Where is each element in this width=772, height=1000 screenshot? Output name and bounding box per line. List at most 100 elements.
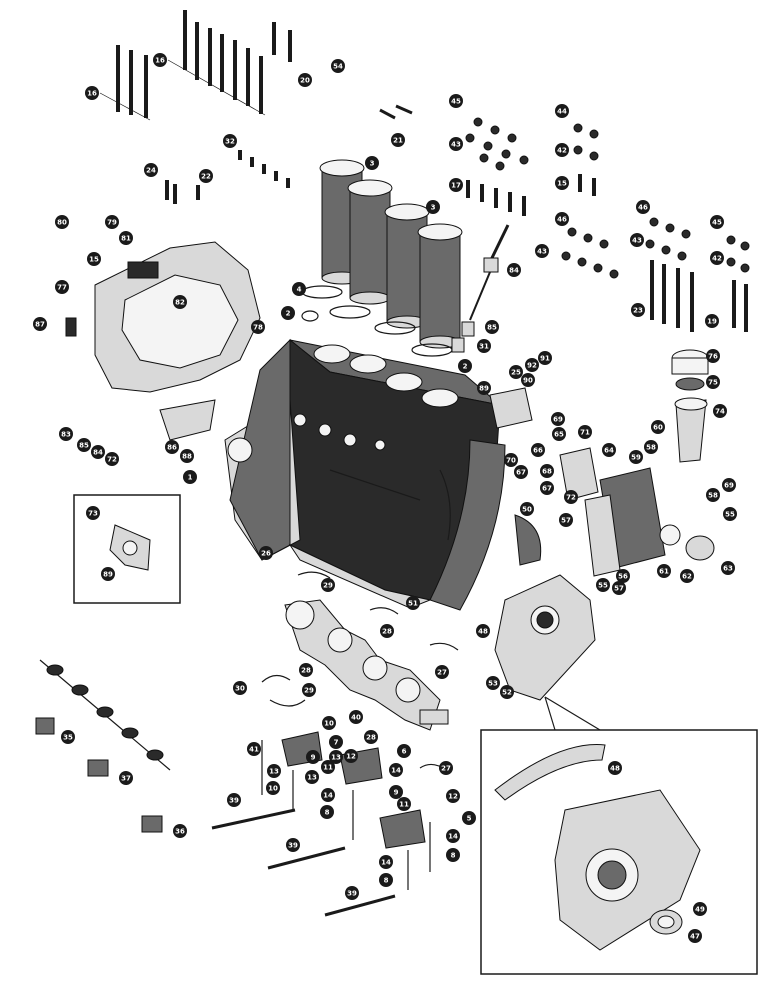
callout-bubble <box>426 200 440 214</box>
callout-number: 92 <box>527 362 537 370</box>
callout-bubble <box>555 104 569 118</box>
callout-number: 56 <box>618 573 628 581</box>
callout-4: 4 <box>292 282 306 296</box>
callout-bubble <box>555 176 569 190</box>
callout-bubble <box>477 381 491 395</box>
push-rods <box>650 260 748 332</box>
callout-number: 7 <box>334 739 339 747</box>
callout-59: 59 <box>629 450 643 464</box>
callout-number: 55 <box>598 582 608 590</box>
callout-79: 79 <box>105 215 119 229</box>
callout-72: 72 <box>564 490 578 504</box>
callout-36: 36 <box>173 824 187 838</box>
callout-bubble <box>91 445 105 459</box>
callout-bubble <box>233 681 247 695</box>
callout-bubble <box>144 163 158 177</box>
callout-bubble <box>514 465 528 479</box>
callout-bubble <box>446 789 460 803</box>
callout-61: 61 <box>657 564 671 578</box>
callout-bubble <box>281 306 295 320</box>
callout-number: 60 <box>653 424 663 432</box>
callout-29: 29 <box>302 683 316 697</box>
callout-bubble <box>680 569 694 583</box>
water-pump-assembly <box>489 349 715 577</box>
callout-bubble <box>500 685 514 699</box>
callout-bubble <box>321 788 335 802</box>
callout-71: 71 <box>578 425 592 439</box>
callout-41: 41 <box>247 742 261 756</box>
crankshaft <box>284 599 449 731</box>
callout-number: 22 <box>201 173 211 181</box>
callout-number: 41 <box>249 746 259 754</box>
callout-bubble <box>389 785 403 799</box>
callout-number: 67 <box>516 469 526 477</box>
callout-13: 13 <box>305 770 319 784</box>
callout-bubble <box>305 770 319 784</box>
callout-84: 84 <box>507 263 521 277</box>
callout-64: 64 <box>602 443 616 457</box>
callout-number: 28 <box>382 628 392 636</box>
callout-2: 2 <box>458 359 472 373</box>
callout-number: 2 <box>286 310 291 318</box>
callout-89: 89 <box>477 381 491 395</box>
callout-number: 13 <box>269 768 279 776</box>
callout-19: 19 <box>705 314 719 328</box>
callout-32: 32 <box>223 134 237 148</box>
callout-number: 13 <box>331 754 341 762</box>
callout-number: 81 <box>121 235 131 243</box>
callout-bubble <box>406 596 420 610</box>
callout-89: 89 <box>101 567 115 581</box>
callout-58: 58 <box>644 440 658 454</box>
callout-bubble <box>520 502 534 516</box>
callout-number: 14 <box>448 833 458 841</box>
callout-bubble <box>61 730 75 744</box>
callout-90: 90 <box>521 373 535 387</box>
callout-bubble <box>509 365 523 379</box>
callout-number: 82 <box>175 299 185 307</box>
callout-39: 39 <box>286 838 300 852</box>
callout-number: 65 <box>554 431 564 439</box>
callout-bubble <box>329 735 343 749</box>
callout-bubble <box>631 303 645 317</box>
callout-number: 43 <box>451 141 461 149</box>
callout-27: 27 <box>435 665 449 679</box>
callout-57: 57 <box>612 581 626 595</box>
callout-81: 81 <box>119 231 133 245</box>
callout-bubble <box>449 137 463 151</box>
callout-number: 16 <box>155 57 165 65</box>
callout-number: 89 <box>103 571 113 579</box>
callout-number: 80 <box>57 219 67 227</box>
callout-bubble <box>630 233 644 247</box>
callout-14: 14 <box>389 763 403 777</box>
callout-bubble <box>706 349 720 363</box>
callout-number: 62 <box>682 573 692 581</box>
callout-88: 88 <box>180 449 194 463</box>
callout-number: 73 <box>88 510 98 518</box>
callout-70: 70 <box>504 453 518 467</box>
callout-48: 48 <box>476 624 490 638</box>
callout-bubble <box>105 215 119 229</box>
callout-number: 13 <box>307 774 317 782</box>
callout-number: 28 <box>366 734 376 742</box>
callout-number: 25 <box>511 369 521 377</box>
callout-bubble <box>476 624 490 638</box>
callout-13: 13 <box>267 764 281 778</box>
callout-number: 74 <box>715 408 725 416</box>
callout-bubble <box>722 478 736 492</box>
callout-bubble <box>86 506 100 520</box>
callout-number: 3 <box>370 160 375 168</box>
callout-92: 92 <box>525 358 539 372</box>
callout-number: 57 <box>561 517 571 525</box>
callout-number: 12 <box>448 793 458 801</box>
callout-bubble <box>531 443 545 457</box>
callout-16: 16 <box>153 53 167 67</box>
callout-number: 53 <box>488 680 498 688</box>
callout-bubble <box>397 744 411 758</box>
callout-bubble <box>55 215 69 229</box>
callout-number: 75 <box>708 379 718 387</box>
callout-55: 55 <box>723 507 737 521</box>
callout-43: 43 <box>535 244 549 258</box>
callout-bubble <box>644 440 658 454</box>
callout-73: 73 <box>86 506 100 520</box>
callout-bubble <box>693 902 707 916</box>
